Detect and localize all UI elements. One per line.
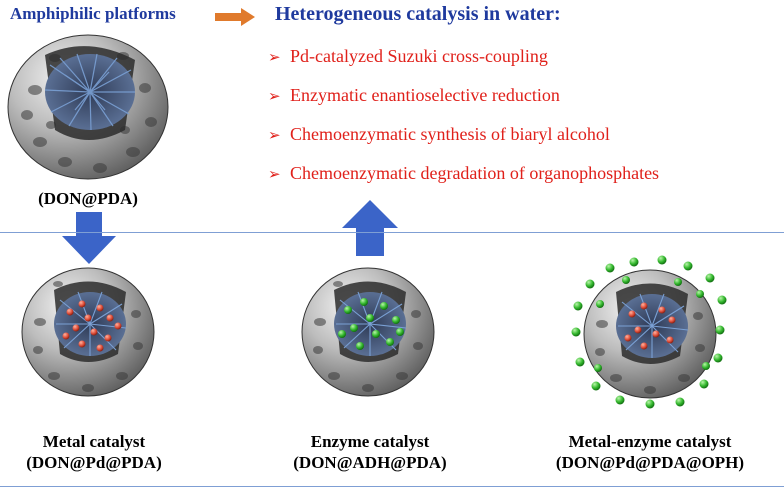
catalyst-code: (DON@ADH@PDA)	[293, 453, 447, 472]
arrowhead-bullet-icon: ➢	[268, 126, 281, 144]
divider-line	[0, 232, 784, 233]
divider-line	[0, 486, 784, 487]
down-arrow-icon	[62, 212, 116, 264]
metal-catalyst-label: Metal catalyst (DON@Pd@PDA)	[8, 431, 180, 473]
catalyst-name: Enzyme catalyst	[310, 432, 430, 451]
enzyme-catalyst-label: Enzyme catalyst (DON@ADH@PDA)	[278, 431, 462, 473]
up-arrow-icon	[342, 200, 398, 256]
metal-enzyme-catalyst-label: Metal-enzyme catalyst (DON@Pd@PDA@OPH)	[540, 431, 760, 473]
catalyst-name: Metal-enzyme catalyst	[568, 432, 732, 451]
catalysis-title: Heterogeneous catalysis in water:	[275, 3, 561, 25]
metal-enzyme-catalyst-sphere	[571, 255, 727, 409]
metal-catalyst-sphere	[21, 267, 155, 397]
arrowhead-bullet-icon: ➢	[268, 48, 281, 66]
platforms-title: Amphiphilic platforms	[10, 4, 176, 23]
right-arrow-icon	[215, 8, 255, 26]
application-item: ➢Enzymatic enantioselective reduction	[268, 85, 560, 105]
application-item: ➢Chemoenzymatic synthesis of biaryl alco…	[268, 124, 610, 144]
catalyst-name: Metal catalyst	[42, 432, 146, 451]
platform-code-label: (DON@PDA)	[38, 189, 138, 208]
don-pda-sphere	[7, 34, 169, 180]
enzyme-catalyst-sphere	[301, 267, 435, 397]
catalyst-code: (DON@Pd@PDA@OPH)	[555, 453, 745, 472]
arrowhead-bullet-icon: ➢	[268, 165, 281, 183]
application-item: ➢Pd-catalyzed Suzuki cross-coupling	[268, 46, 548, 66]
arrowhead-bullet-icon: ➢	[268, 87, 281, 105]
catalyst-code: (DON@Pd@PDA)	[26, 453, 162, 472]
application-item: ➢Chemoenzymatic degradation of organopho…	[268, 163, 660, 183]
